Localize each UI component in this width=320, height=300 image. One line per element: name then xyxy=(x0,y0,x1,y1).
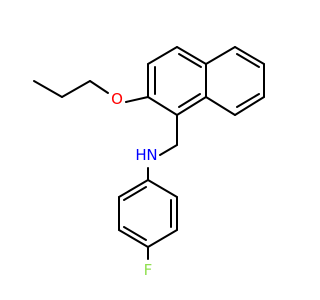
bond xyxy=(147,46,178,65)
naphthalene-ring-substituted xyxy=(147,46,207,116)
bond xyxy=(178,53,202,68)
bond xyxy=(236,93,260,108)
bond xyxy=(234,96,265,116)
bond xyxy=(236,53,260,68)
bond xyxy=(118,229,149,248)
bond xyxy=(147,96,178,116)
bond xyxy=(125,96,149,103)
fluorophenyl-ring xyxy=(118,179,178,260)
bond xyxy=(147,229,178,248)
bond xyxy=(178,93,201,108)
bond xyxy=(118,179,149,198)
oxygen-atom-label: O xyxy=(111,90,123,108)
methylene-linker xyxy=(147,114,178,181)
bond xyxy=(61,80,91,98)
bond xyxy=(159,144,178,156)
bond xyxy=(234,46,265,65)
bond xyxy=(205,96,236,116)
bond xyxy=(176,96,207,116)
molecule-structure-diagram: O H N F xyxy=(33,46,265,279)
naphthalene-ring-fused xyxy=(205,46,265,116)
bond xyxy=(33,80,63,98)
fluorine-atom-label: F xyxy=(144,261,153,279)
amine-hydrogen-label: H xyxy=(135,146,146,164)
bond xyxy=(89,80,109,94)
bond xyxy=(123,226,147,241)
propoxy-chain xyxy=(33,80,149,103)
bond xyxy=(147,179,178,198)
bond xyxy=(205,46,236,65)
nitrogen-atom-label: N xyxy=(146,146,157,164)
bond xyxy=(123,186,147,201)
bond xyxy=(176,46,207,65)
